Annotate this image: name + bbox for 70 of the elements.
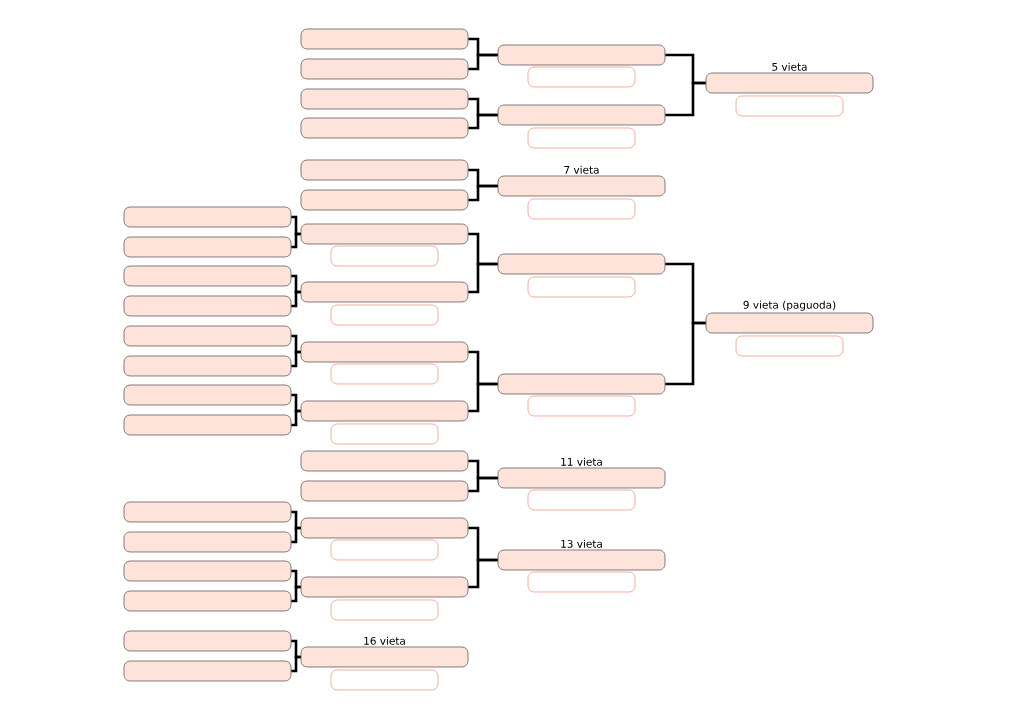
- place-heading: 7 vieta: [564, 165, 599, 174]
- bracket-slot: [300, 341, 469, 363]
- bracket-line: [665, 81, 706, 117]
- bracket-slot: [300, 281, 469, 303]
- bracket-slot: [123, 531, 292, 553]
- result-box: [527, 127, 636, 149]
- bracket-slot: [497, 253, 666, 275]
- result-box: [735, 95, 844, 117]
- bracket-line: [291, 655, 301, 673]
- result-box: [330, 599, 439, 621]
- result-box: [735, 335, 844, 357]
- bracket-line: [468, 53, 498, 71]
- result-box: [527, 571, 636, 593]
- bracket-slot: [300, 517, 469, 539]
- bracket-slot: [300, 400, 469, 422]
- bracket-slot: [497, 44, 666, 66]
- bracket-line: [291, 585, 301, 603]
- bracket-line: [468, 262, 498, 294]
- bracket-slot: [123, 236, 292, 258]
- bracket-line: [291, 526, 301, 544]
- bracket-slot: [300, 88, 469, 110]
- bracket-slot: [300, 28, 469, 50]
- bracket-slot: [300, 576, 469, 598]
- result-box: [330, 539, 439, 561]
- result-box: [330, 304, 439, 326]
- result-box: [330, 245, 439, 267]
- bracket-slot: [300, 159, 469, 181]
- result-box: [527, 276, 636, 298]
- bracket-slot: [497, 104, 666, 126]
- result-box: [330, 669, 439, 691]
- place-heading: 9 vieta (paguoda): [743, 300, 836, 311]
- bracket-slot: [300, 189, 469, 211]
- bracket-slot: [123, 206, 292, 228]
- place-heading: 13 vieta: [561, 539, 602, 548]
- bracket-line: [468, 476, 498, 493]
- bracket-line: [468, 113, 498, 130]
- bracket-slot: [123, 660, 292, 682]
- result-box: [330, 363, 439, 385]
- result-box: [527, 395, 636, 417]
- result-box: [527, 198, 636, 220]
- bracket-slot: [300, 450, 469, 472]
- bracket-slot: [123, 560, 292, 582]
- bracket-line: [291, 350, 301, 368]
- bracket-slot: [123, 501, 292, 523]
- bracket-slot: [123, 590, 292, 612]
- bracket-slot: [497, 373, 666, 395]
- bracket-slot: [123, 630, 292, 652]
- place-heading: 5 vieta: [772, 62, 807, 71]
- bracket-line: [468, 558, 498, 589]
- bracket-line: [468, 382, 498, 413]
- bracket-line: [291, 290, 301, 308]
- bracket-slot: [123, 355, 292, 377]
- bracket-slot: [123, 265, 292, 287]
- result-box: [527, 66, 636, 88]
- bracket-slot: [123, 295, 292, 317]
- place-heading: 16 vieta: [364, 636, 405, 645]
- bracket-slot: [123, 384, 292, 406]
- bracket-slot: [300, 117, 469, 139]
- bracket-slot: [300, 480, 469, 502]
- result-box: [527, 489, 636, 511]
- bracket-slot: [123, 325, 292, 347]
- bracket-slot: [123, 414, 292, 436]
- bracket-slot: [300, 223, 469, 245]
- bracket-line: [291, 409, 301, 427]
- bracket-line: [665, 321, 706, 386]
- result-box: [330, 423, 439, 445]
- place-heading: 11 vieta: [561, 457, 602, 466]
- bracket-line: [468, 184, 498, 202]
- bracket-line: [291, 232, 301, 249]
- bracket-slot: [300, 58, 469, 80]
